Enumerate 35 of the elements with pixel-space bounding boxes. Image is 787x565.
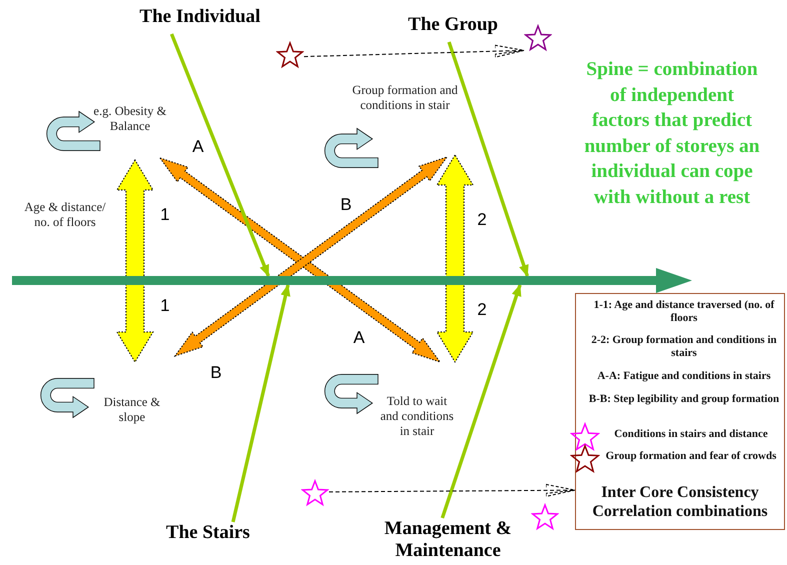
- factor-note: Distance & slope: [102, 395, 162, 425]
- legend-text: 2-2: Group formation and conditions in stairs: [590, 334, 778, 360]
- category-label: Management & Maintenance: [383, 518, 513, 562]
- legend-text: B-B: Step legibility and group formation: [588, 393, 780, 406]
- arrow: [170, 33, 270, 277]
- spine-arrow: [12, 268, 692, 293]
- factor-note: e.g. Obesity & Balance: [92, 104, 168, 134]
- correlation-letter: A: [191, 137, 205, 157]
- correlation-letter: A: [352, 328, 366, 348]
- legend-text: Group formation and fear of crowds: [604, 450, 778, 463]
- category-label: The Stairs: [165, 522, 251, 544]
- legend-text: Conditions in stairs and distance: [613, 428, 769, 441]
- legend-text: A-A: Fatigue and conditions in stairs: [596, 370, 772, 383]
- correlation-number: 1: [159, 205, 171, 225]
- spine-note: Spine = combination of independent factors that predict number of storeys an individual can cope with without a rest: [583, 58, 761, 210]
- correlation-number: 2: [476, 210, 488, 230]
- star-icon: [301, 479, 329, 507]
- category-label: The Group: [407, 14, 499, 36]
- star-icon: [524, 24, 552, 52]
- correlation-letter: B: [209, 363, 223, 383]
- correlation-number: 2: [476, 300, 488, 320]
- arrow: [231, 284, 290, 522]
- star-icon: [531, 503, 559, 531]
- legend-panel: [575, 293, 785, 530]
- arrow: [447, 41, 529, 277]
- factor-note: Told to wait and conditions in stair: [380, 394, 454, 439]
- correlation-letter: B: [339, 195, 353, 215]
- legend-text: 1-1: Age and distance traversed (no. of floors: [592, 299, 776, 325]
- correlation-number: 1: [159, 296, 171, 316]
- factor-note: Group formation and conditions in stair: [352, 83, 458, 113]
- star-icon: [276, 41, 304, 69]
- category-label: The Individual: [138, 6, 262, 28]
- legend-title: Inter Core Consistency Correlation combinations: [591, 483, 769, 521]
- factor-note: Age & distance/ no. of floors: [23, 200, 107, 230]
- arrow: [440, 284, 522, 519]
